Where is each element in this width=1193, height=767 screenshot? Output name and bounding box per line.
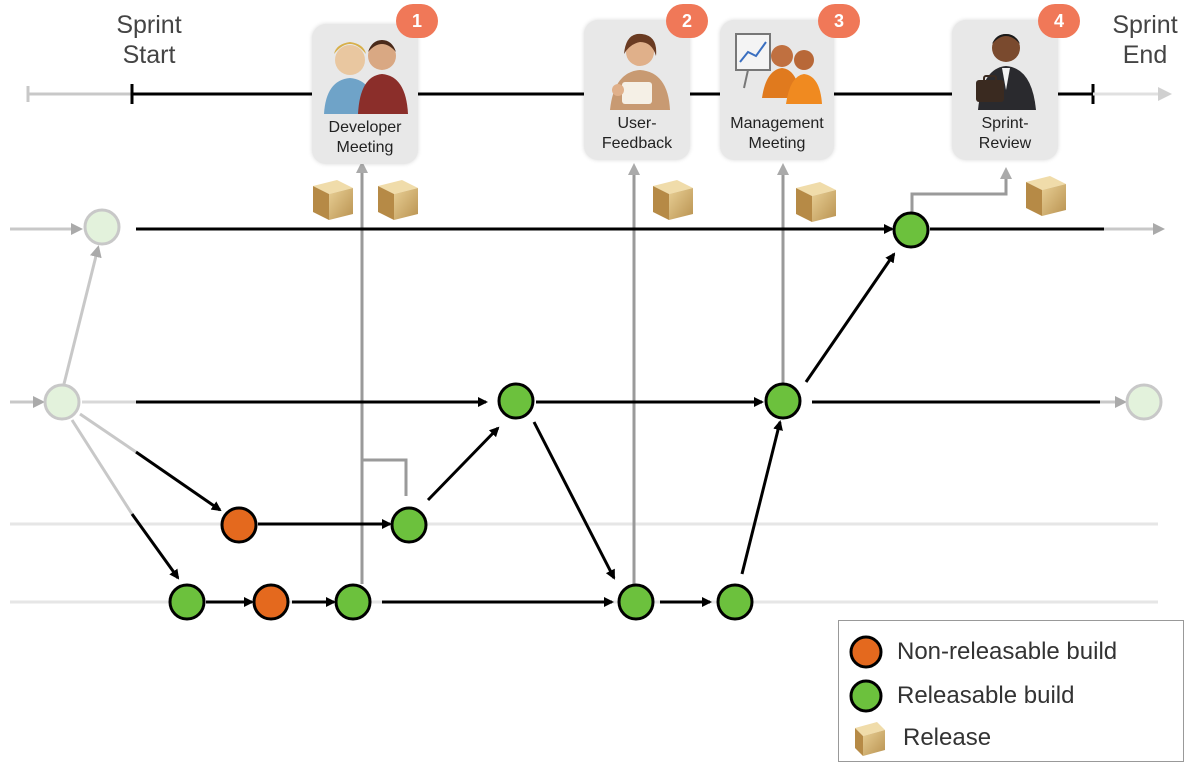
event-badge: 2 bbox=[666, 4, 708, 38]
build-nodes bbox=[43, 208, 1163, 621]
event-card-sprint-review: Sprint- Review bbox=[952, 20, 1058, 160]
releasable-build-node bbox=[892, 211, 930, 249]
flow-arrows bbox=[130, 224, 1104, 607]
releasable-build-node bbox=[168, 583, 206, 621]
management-meeting-icon bbox=[735, 33, 822, 104]
sprint-review-icon bbox=[976, 34, 1036, 110]
release-box-icon bbox=[653, 180, 693, 220]
event-card-management-meeting: Management Meeting bbox=[720, 20, 834, 160]
event-badge: 3 bbox=[818, 4, 860, 38]
faded-build-node bbox=[43, 383, 81, 421]
release-box-icon bbox=[313, 180, 353, 220]
legend-item-releasable: Releasable build bbox=[849, 677, 1074, 715]
lane-lines bbox=[10, 223, 1165, 604]
releasable-build-node bbox=[764, 382, 802, 420]
legend-label: Release bbox=[903, 724, 992, 751]
event-label: Sprint- Review bbox=[978, 115, 1032, 152]
releasable-build-node bbox=[716, 583, 754, 621]
non-releasable-build-node bbox=[252, 583, 290, 621]
release-connectors bbox=[356, 161, 1012, 584]
release-box-icon bbox=[378, 180, 418, 220]
releasable-build-node bbox=[497, 382, 535, 420]
event-label: Management Meeting bbox=[730, 115, 824, 152]
event-card-user-feedback: User- Feedback bbox=[584, 20, 690, 160]
legend-item-release: Release bbox=[849, 719, 991, 757]
sprint-start-label: Sprint Start bbox=[116, 11, 182, 69]
event-badge: 4 bbox=[1038, 4, 1080, 38]
release-box-icon bbox=[855, 722, 885, 756]
releasable-build-icon bbox=[849, 679, 883, 713]
legend-item-non-releasable: Non-releasable build bbox=[849, 633, 1117, 671]
releasable-build-node bbox=[334, 583, 372, 621]
event-label: Developer Meeting bbox=[328, 119, 402, 156]
legend-label: Releasable build bbox=[897, 682, 1075, 709]
event-card-developer-meeting: Developer Meeting bbox=[312, 24, 418, 164]
legend-label: Non-releasable build bbox=[897, 638, 1118, 665]
sprint-end-label: Sprint End bbox=[1112, 11, 1178, 69]
legend: Non-releasable build Releasable build Re… bbox=[838, 620, 1184, 762]
non-releasable-build-node bbox=[220, 506, 258, 544]
releasable-build-node bbox=[617, 583, 655, 621]
release-boxes bbox=[313, 176, 1066, 222]
event-label: User- Feedback bbox=[601, 115, 673, 152]
release-box-icon bbox=[1026, 176, 1066, 216]
faded-build-node bbox=[83, 208, 121, 246]
user-feedback-icon bbox=[610, 33, 670, 110]
non-releasable-build-icon bbox=[849, 635, 883, 669]
developer-meeting-icon bbox=[324, 40, 408, 114]
faded-build-node bbox=[1125, 383, 1163, 421]
release-box-icon bbox=[796, 182, 836, 222]
event-badge: 1 bbox=[396, 4, 438, 38]
releasable-build-node bbox=[390, 506, 428, 544]
